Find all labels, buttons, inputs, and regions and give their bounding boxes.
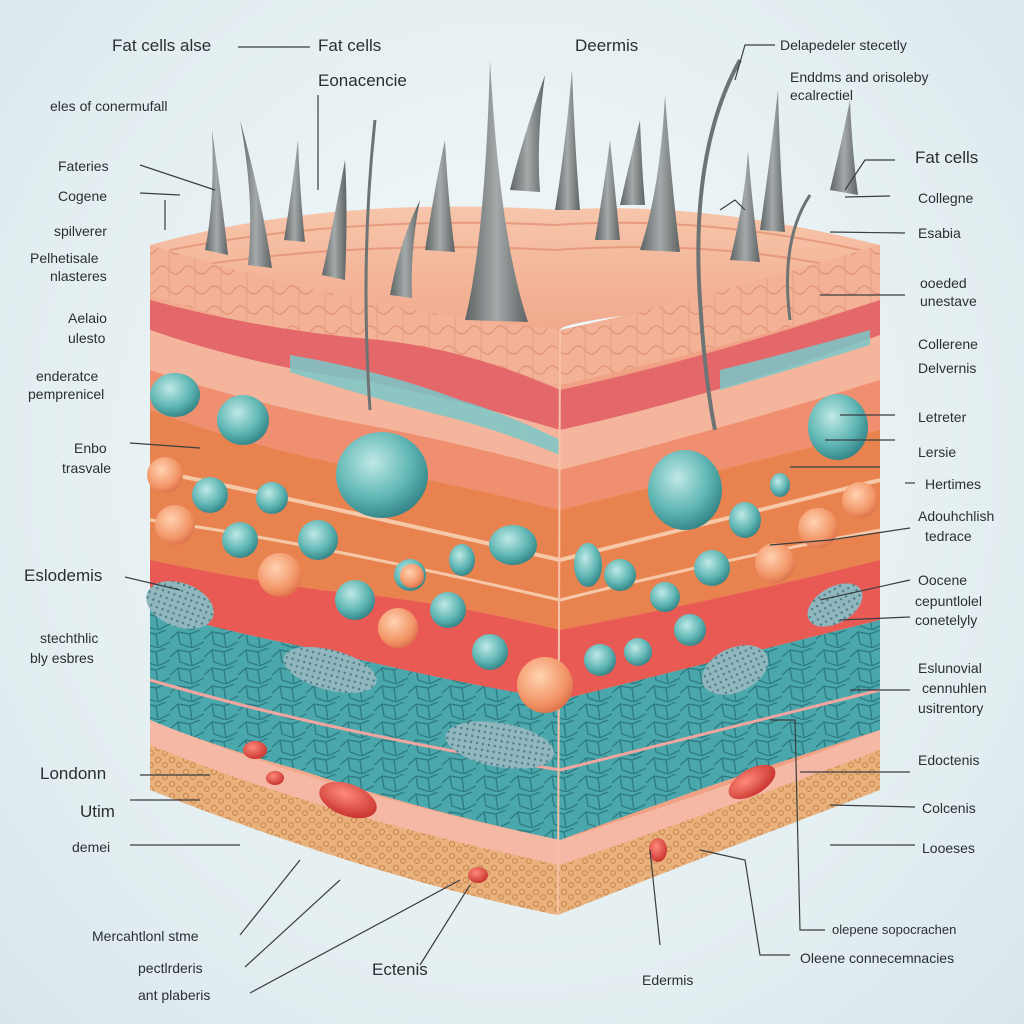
label-collerene: Collerene: [918, 336, 978, 352]
label-pelhe-a: Pelhetisale: [30, 250, 99, 266]
label-edermis: Edermis: [642, 972, 694, 988]
label-eslunovial-c: usitrentory: [918, 700, 984, 716]
label-enbo-a: Enbo: [74, 440, 107, 456]
label-spilverer: spilverer: [54, 223, 107, 239]
label-fat-cells-top-a: Fat cells alse: [112, 36, 212, 55]
hypodermis-layer: [150, 745, 560, 915]
label-esabia: Esabia: [918, 225, 961, 241]
label-eslodemis: Eslodemis: [24, 566, 103, 585]
label-ant-plab: ant plaberis: [138, 987, 211, 1003]
label-endera-a: enderatce: [36, 368, 99, 384]
label-cogene: Cogene: [58, 188, 108, 204]
label-deermis: Deermis: [575, 36, 639, 55]
label-stecho-b: bly esbres: [30, 650, 94, 666]
label-aelaio-a: Aelaio: [68, 310, 107, 326]
label-cepu-a: cepuntlolel: [915, 593, 982, 609]
label-ooded-b: unestave: [920, 293, 977, 309]
label-londonn: Londonn: [40, 764, 107, 783]
label-eles-of: eles of conermufall: [50, 98, 168, 114]
label-colcenis: Colcenis: [922, 800, 976, 816]
label-oleene-conn: Oleene connecemnacies: [800, 950, 955, 966]
label-lersie: Lersie: [918, 444, 957, 460]
label-ooded-a: ooeded: [920, 275, 967, 291]
label-enbo-b: trasvale: [62, 460, 112, 476]
label-ectenis: Ectenis: [372, 960, 428, 979]
label-fateries: Fateries: [58, 158, 109, 174]
label-olepene: olepene sopocrachen: [832, 922, 957, 937]
label-delvernis: Delvernis: [918, 360, 977, 376]
label-pelhe-b: nlasteres: [50, 268, 107, 284]
label-enddme-a: Enddms and orisoleby: [790, 69, 929, 85]
label-edoctenis: Edoctenis: [918, 752, 980, 768]
label-enddme-b: ecalrectiel: [790, 87, 854, 103]
label-demei: demei: [72, 839, 111, 855]
label-eonacencie: Eonacencie: [318, 71, 407, 90]
label-collegne: Collegne: [918, 190, 974, 206]
label-utim: Utim: [80, 802, 115, 821]
label-eslunovial-b: cennuhlen: [922, 680, 987, 696]
label-fat-cells-top-b: Fat cells: [318, 36, 382, 55]
label-oocene: Oocene: [918, 572, 968, 588]
label-looeses: Looeses: [922, 840, 975, 856]
label-pectr: pectlrderis: [138, 960, 203, 976]
label-endera-b: pemprenicel: [28, 386, 105, 402]
label-adouhch-a: Adouhchlish: [918, 508, 995, 524]
label-mercaht: Mercahtlonl stme: [92, 928, 199, 944]
label-hertimes: Hertimes: [925, 476, 982, 492]
label-aelaio-b: ulesto: [68, 330, 106, 346]
label-delapedeler: Delapedeler stecetly: [780, 37, 907, 53]
label-letreter: Letreter: [918, 409, 967, 425]
label-adouhch-b: tedrace: [925, 528, 972, 544]
label-eslunovial-a: Eslunovial: [918, 660, 982, 676]
label-fat-cells-right: Fat cells: [915, 148, 979, 167]
label-stecho-a: stechthlic: [40, 630, 99, 646]
label-cepu-b: conetelyly: [915, 612, 978, 628]
